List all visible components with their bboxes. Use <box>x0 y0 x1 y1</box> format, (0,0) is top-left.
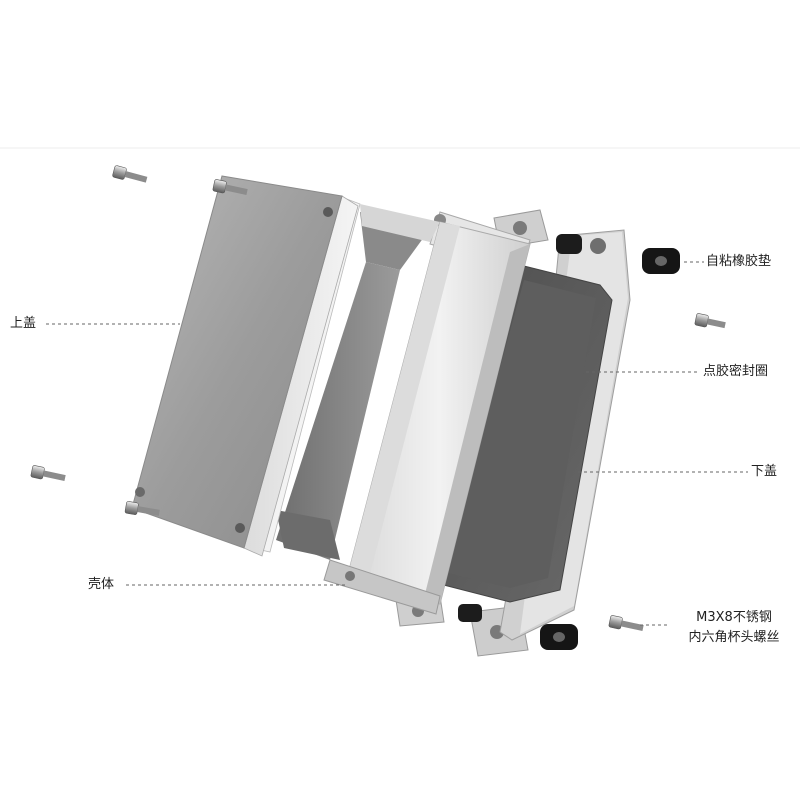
label-screw-line2: 内六角杯头螺丝 <box>688 630 780 645</box>
label-top-cover: 上盖 <box>10 316 37 331</box>
screw <box>30 465 66 481</box>
rubber-pad <box>458 604 482 622</box>
label-screw-spec: M3X8不锈钢 内六角杯头螺丝 <box>684 610 784 646</box>
leader-lines <box>46 261 748 626</box>
screw <box>694 313 726 329</box>
rubber-pad <box>556 234 582 254</box>
rubber-pad <box>642 248 680 274</box>
screw <box>124 501 160 516</box>
top-cover <box>131 175 359 557</box>
label-bottom-cover: 下盖 <box>751 464 778 479</box>
label-adhesive-pad: 自粘橡胶垫 <box>706 254 772 269</box>
label-dispensed-seal: 点胶密封圈 <box>703 364 769 379</box>
label-shell-body: 壳体 <box>88 577 115 592</box>
screw <box>212 179 248 195</box>
screw <box>112 165 148 183</box>
bottom-cover <box>395 209 631 657</box>
screw <box>608 615 644 631</box>
rubber-pad <box>540 624 578 650</box>
label-screw-line1: M3X8不锈钢 <box>696 610 772 625</box>
